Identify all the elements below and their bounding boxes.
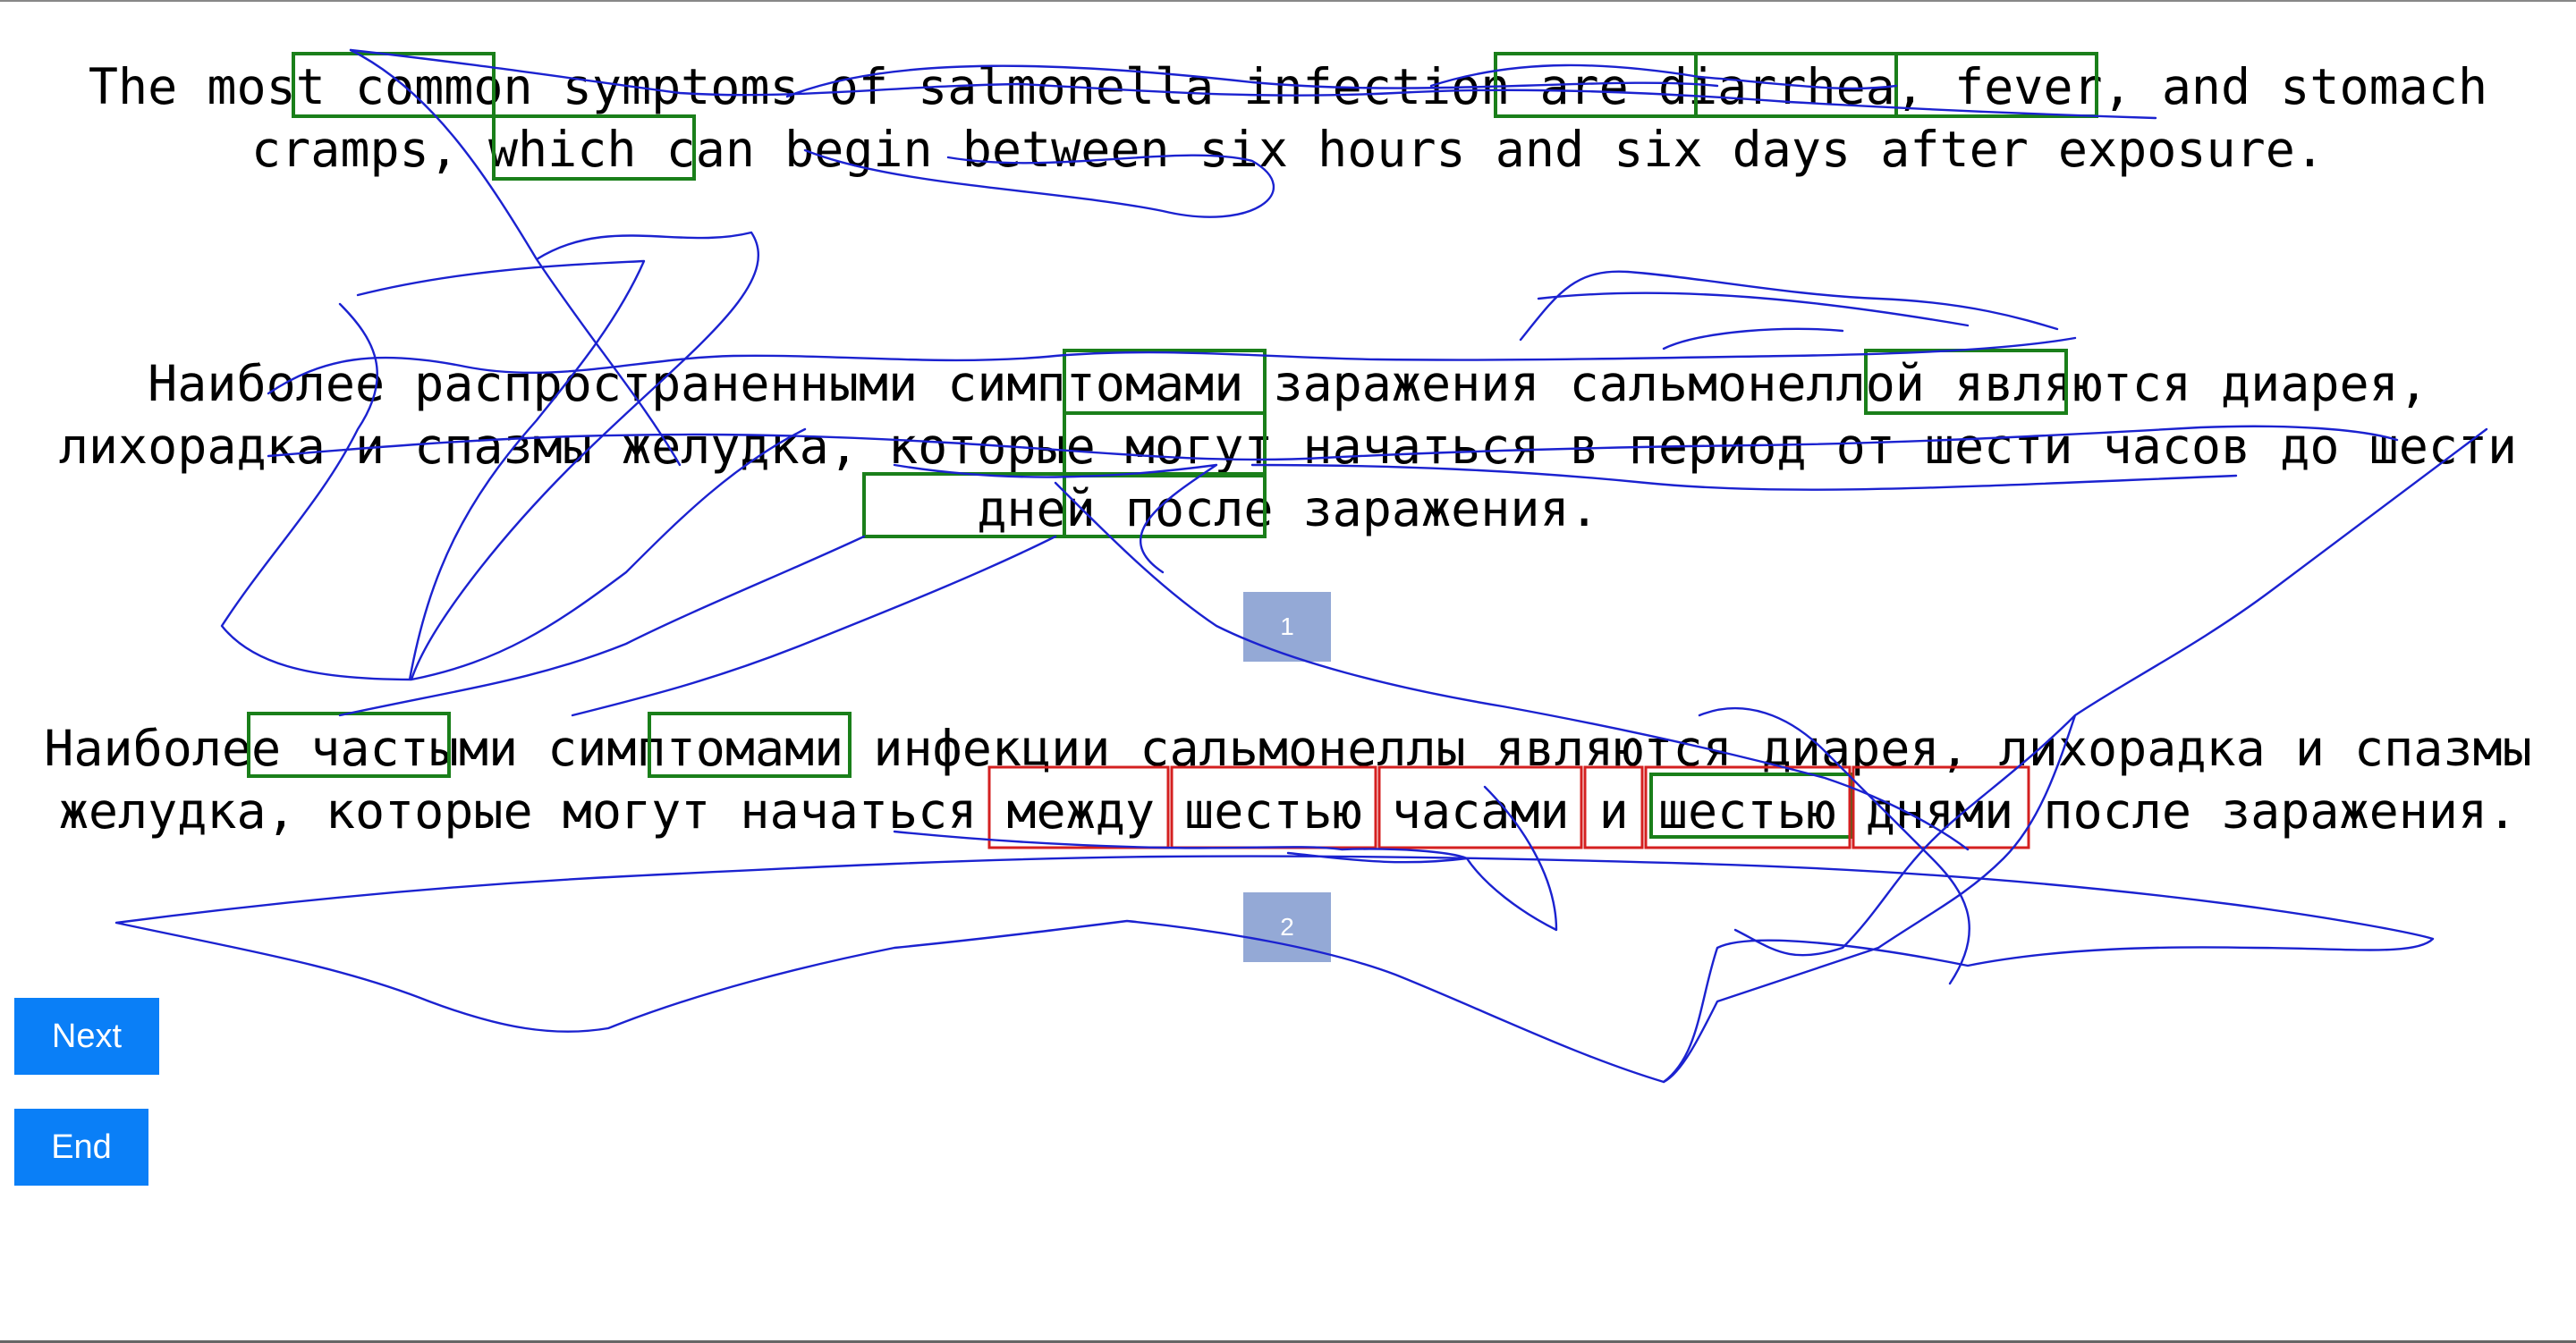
gaze-trace [349, 48, 2157, 218]
aligned-word-boxes [247, 52, 2098, 839]
gaze-trace [267, 270, 2077, 395]
word-box [1864, 349, 2068, 415]
word-box-highlight [1170, 765, 1377, 849]
translation-2-line-2: желудка, которые могут начаться между ше… [58, 782, 2518, 840]
word-box [292, 52, 496, 118]
next-button[interactable]: Next [14, 998, 159, 1075]
source-paragraph-english: The most common symptoms of salmonella i… [0, 55, 2576, 181]
english-line-2: cramps, which can begin between six hour… [251, 121, 2325, 178]
gaze-scanpath [114, 48, 2488, 1084]
gaze-trace [114, 855, 2435, 1084]
word-box [1894, 52, 2098, 118]
word-box-highlight [1583, 765, 1644, 849]
word-box [1063, 411, 1267, 477]
translation-1-line-3: дней после заражения. [977, 480, 1599, 537]
word-box-highlight [1852, 765, 2030, 849]
gaze-trace [267, 425, 2399, 574]
word-box-highlight [987, 765, 1170, 849]
word-box [247, 712, 451, 778]
gaze-trace [338, 481, 1970, 851]
word-box-highlight [1644, 765, 1852, 849]
page-badge-1: 1 [1243, 592, 1331, 662]
word-box [648, 712, 852, 778]
english-line-1: The most common symptoms of salmonella i… [88, 58, 2488, 115]
word-box-highlight [1377, 765, 1583, 849]
word-box [492, 114, 696, 181]
gaze-trace [220, 48, 807, 681]
end-button[interactable]: End [14, 1109, 148, 1186]
gaze-trace [1662, 427, 2488, 1084]
word-box [1649, 773, 1853, 839]
gaze-trace [893, 785, 1558, 932]
highlighted-word-boxes [987, 765, 2030, 849]
word-box [1063, 472, 1267, 538]
word-box [1063, 349, 1267, 415]
word-box [862, 472, 1066, 538]
